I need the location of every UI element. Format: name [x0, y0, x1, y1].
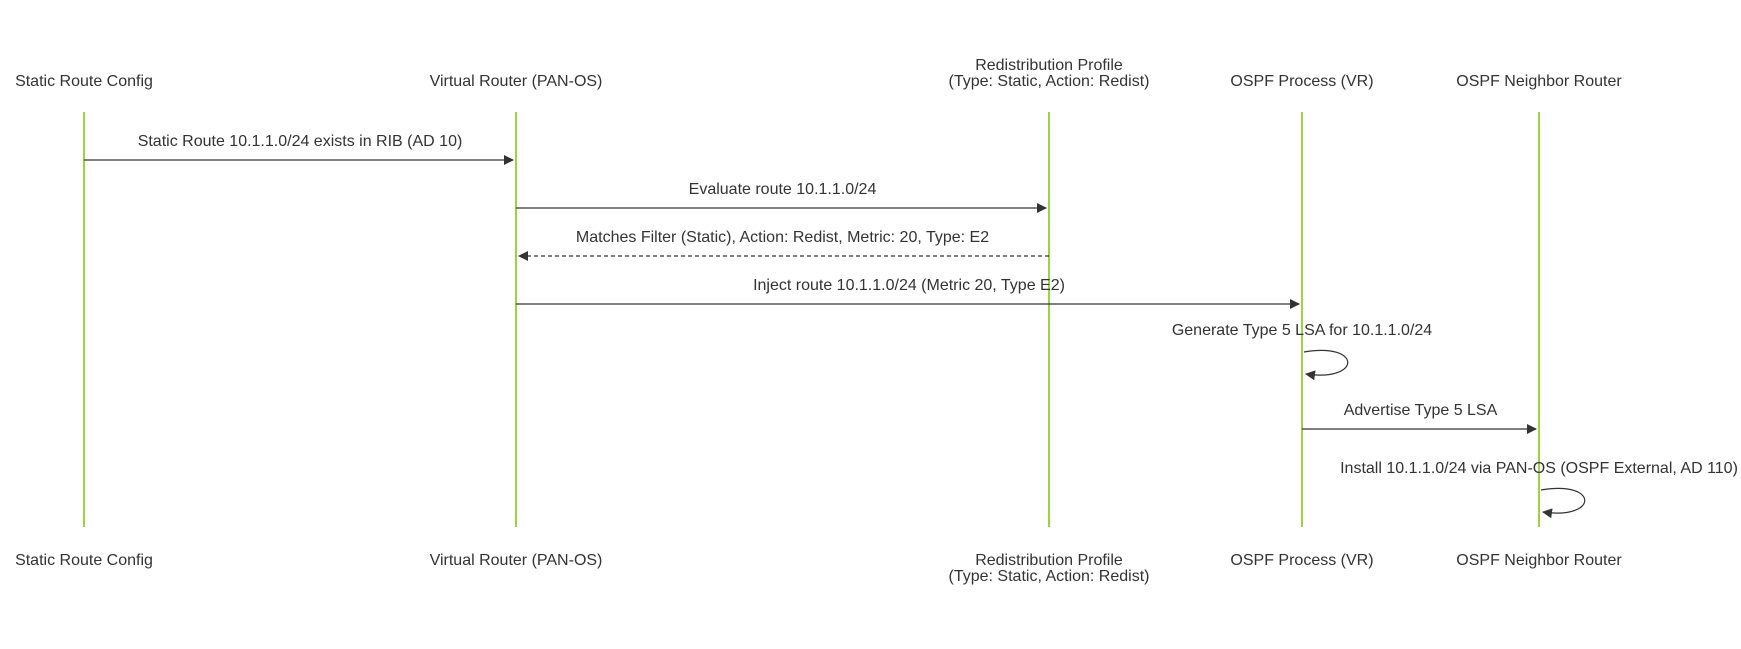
participant-label-top-redist: (Type: Static, Action: Redist)	[949, 73, 1150, 90]
message-label: Evaluate route 10.1.1.0/24	[689, 181, 877, 198]
participant-label-top-redist: Redistribution Profile	[975, 57, 1123, 74]
message-1: Static Route 10.1.1.0/24 exists in RIB (…	[84, 133, 514, 165]
message-label: Install 10.1.1.0/24 via PAN-OS (OSPF Ext…	[1340, 460, 1738, 477]
message-label: Inject route 10.1.1.0/24 (Metric 20, Typ…	[753, 277, 1065, 294]
participant-label-bottom-redist: (Type: Static, Action: Redist)	[949, 568, 1150, 585]
message-4: Inject route 10.1.1.0/24 (Metric 20, Typ…	[516, 277, 1300, 309]
participant-label-top-static: Static Route Config	[15, 73, 153, 90]
participant-label-bottom-redist: Redistribution Profile	[975, 552, 1123, 569]
message-6: Advertise Type 5 LSA	[1302, 402, 1537, 434]
message-label: Static Route 10.1.1.0/24 exists in RIB (…	[138, 133, 463, 150]
message-2: Evaluate route 10.1.1.0/24	[516, 181, 1047, 213]
message-5: Generate Type 5 LSA for 10.1.1.0/24	[1172, 322, 1432, 381]
participant-label-bottom-static: Static Route Config	[15, 552, 153, 569]
participant-label-bottom-vr: Virtual Router (PAN-OS)	[430, 552, 603, 569]
participant-label-bottom-ospf: OSPF Process (VR)	[1230, 552, 1373, 569]
message-label: Generate Type 5 LSA for 10.1.1.0/24	[1172, 322, 1432, 339]
participant-label-bottom-neighbor: OSPF Neighbor Router	[1456, 552, 1622, 569]
message-label: Matches Filter (Static), Action: Redist,…	[576, 229, 989, 246]
message-7: Install 10.1.1.0/24 via PAN-OS (OSPF Ext…	[1340, 460, 1738, 519]
participant-label-top-ospf: OSPF Process (VR)	[1230, 73, 1373, 90]
self-message-arrow	[1303, 349, 1349, 381]
participant-label-top-neighbor: OSPF Neighbor Router	[1456, 73, 1622, 90]
participant-label-top-vr: Virtual Router (PAN-OS)	[430, 73, 603, 90]
message-label: Advertise Type 5 LSA	[1344, 402, 1498, 419]
message-3: Matches Filter (Static), Action: Redist,…	[518, 229, 1049, 261]
self-message-arrow	[1540, 487, 1586, 519]
